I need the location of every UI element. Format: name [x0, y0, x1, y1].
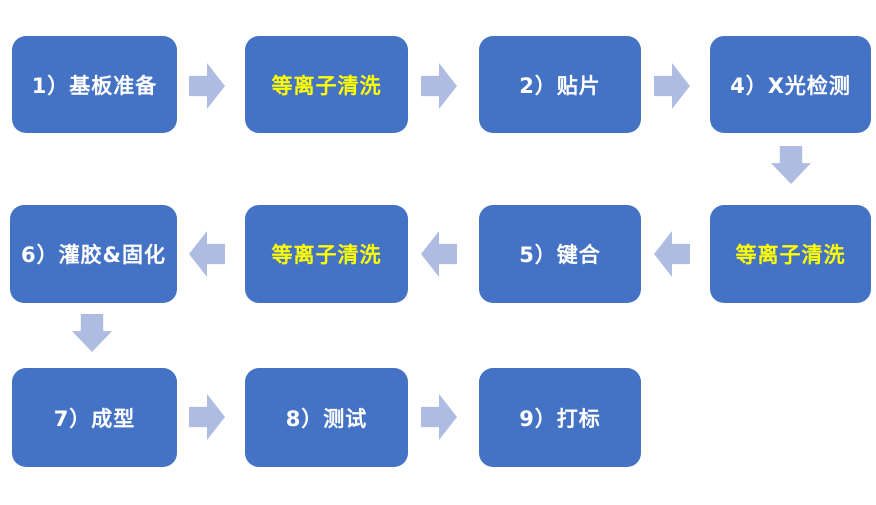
node-substrate-prep: 1）基板准备 [12, 36, 177, 133]
arrow-clean-to-potting [189, 231, 225, 277]
node-molding: 7）成型 [12, 368, 177, 467]
arrow-attach-to-xray [654, 63, 690, 109]
node-die-attach: 2）贴片 [479, 36, 641, 133]
arrow-molding-to-test [189, 394, 225, 440]
arrow-potting-to-molding [72, 314, 112, 352]
node-testing: 8）测试 [245, 368, 408, 467]
node-plasma-clean-1: 等离子清洗 [245, 36, 408, 133]
arrow-bond-to-clean [421, 231, 457, 277]
arrow-prep-to-clean [189, 63, 225, 109]
node-marking: 9）打标 [479, 368, 641, 467]
arrow-clean-to-attach [421, 63, 457, 109]
node-plasma-clean-2: 等离子清洗 [710, 205, 871, 303]
node-xray-inspection: 4）X光检测 [710, 36, 871, 133]
arrow-test-to-marking [421, 394, 457, 440]
arrow-xray-to-clean [771, 146, 811, 184]
node-bonding: 5）键合 [479, 205, 641, 303]
node-potting-curing: 6）灌胶&固化 [10, 205, 177, 303]
node-plasma-clean-3: 等离子清洗 [245, 205, 408, 303]
arrow-clean-to-bond [654, 231, 690, 277]
